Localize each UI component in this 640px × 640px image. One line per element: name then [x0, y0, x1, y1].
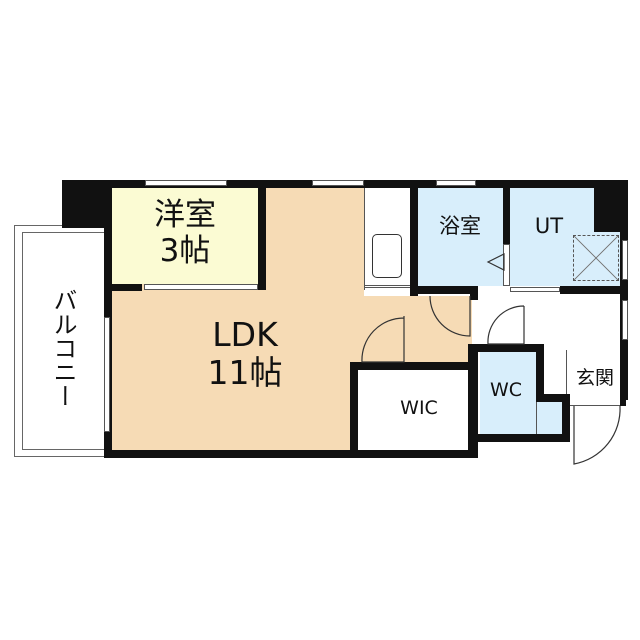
wic-label: WIC — [400, 397, 438, 419]
bathroom-label: 浴室 — [439, 214, 481, 238]
bathroom — [418, 186, 506, 286]
wall-wic-right — [468, 346, 478, 458]
bath-door-handle — [486, 253, 505, 271]
wall-bottom-ldk — [104, 450, 474, 458]
wall-wc-right — [536, 344, 544, 400]
wall-bath-bottom — [410, 286, 476, 294]
balcony-inner — [22, 232, 106, 450]
washer-space — [573, 235, 619, 281]
wall-wic-left — [350, 362, 358, 458]
wall-top-left-block — [62, 180, 112, 228]
wic-door — [361, 316, 405, 363]
toilet-ext — [536, 400, 562, 434]
wall-wc-bottom — [468, 434, 570, 442]
ldk-upper-right — [364, 296, 472, 362]
entrance-door — [573, 405, 621, 465]
window-right-ut — [622, 240, 628, 280]
window-ldk-top — [312, 180, 364, 186]
entrance-label: 玄関 — [575, 367, 614, 389]
wall-hall-left — [470, 286, 478, 300]
toilet-label: WC — [489, 379, 523, 401]
ldk-label: LDK 11帖 — [190, 316, 300, 392]
walk-in-closet — [358, 370, 468, 452]
wc-door — [487, 305, 525, 345]
ldk-size: 11帖 — [207, 352, 283, 392]
western-room-label: 洋室 3帖 — [140, 197, 230, 269]
hallway — [476, 296, 624, 346]
wall-ut-bottom — [560, 286, 626, 294]
western-room-fill — [112, 186, 264, 284]
counter-edge — [364, 285, 414, 288]
ldk-door — [429, 295, 471, 337]
ldk-name: LDK — [212, 315, 278, 354]
window-western-top — [145, 180, 227, 186]
wall-wc-step — [536, 394, 570, 402]
utility-label: UT — [534, 214, 564, 238]
wall-western-bottom — [112, 284, 142, 291]
window-bath-top — [436, 180, 476, 186]
wall-right — [620, 180, 628, 400]
window-right-hall — [622, 300, 628, 340]
western-room-size: 3帖 — [159, 232, 211, 269]
western-room-name: 洋室 — [154, 197, 216, 233]
ut-door[interactable] — [510, 287, 560, 292]
wall-western-right — [258, 186, 266, 290]
sink[interactable] — [372, 234, 402, 278]
wall-bath-left — [410, 186, 418, 296]
wall-entrance-right — [620, 394, 626, 406]
wall-bath-ut — [503, 186, 510, 246]
wall-wc-top — [468, 344, 542, 352]
entrance — [566, 350, 622, 406]
window-western-bottom[interactable] — [144, 284, 258, 290]
wall-wc-ext-right — [562, 394, 570, 442]
toilet — [480, 352, 536, 434]
balcony-label: バルコニー — [49, 288, 77, 408]
wall-wic-top — [350, 362, 474, 370]
window-ldk-balcony[interactable] — [104, 317, 110, 432]
